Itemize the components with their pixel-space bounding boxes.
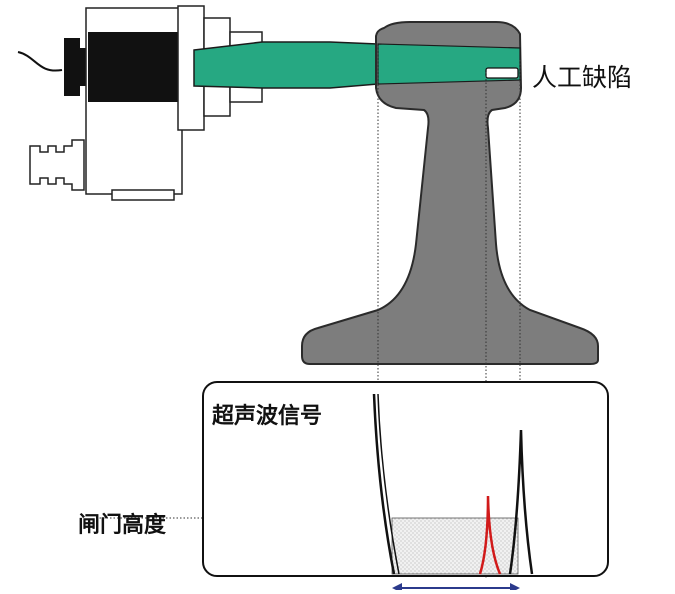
defect-echo — [478, 495, 502, 575]
signal-label: 超声波信号 — [212, 404, 323, 429]
bottom-echo — [508, 429, 534, 575]
gate-region — [391, 517, 519, 575]
interface-echo-tail — [377, 393, 400, 575]
rail-cross-section — [301, 21, 599, 365]
defect-label: 人工缺陷 — [532, 63, 633, 92]
threaded-connector-icon — [29, 139, 85, 191]
cable-icon — [17, 51, 63, 72]
gate-width-arrow — [392, 583, 520, 593]
artificial-defect — [485, 67, 519, 79]
gate-height-label: 闸门高度 — [78, 513, 167, 538]
interface-echo — [372, 393, 396, 575]
